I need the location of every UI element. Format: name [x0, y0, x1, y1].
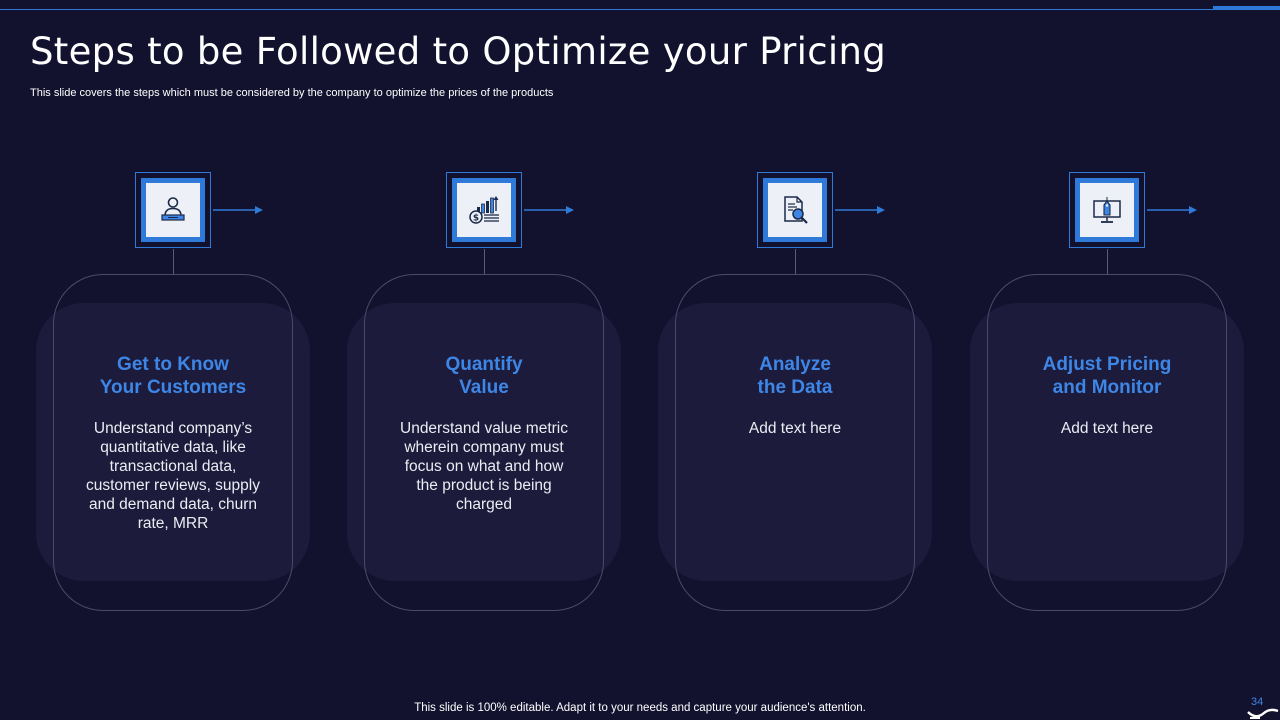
- footer-note: This slide is 100% editable. Adapt it to…: [414, 702, 866, 714]
- document-search-icon: [784, 196, 808, 224]
- customer-person-icon: [161, 197, 185, 221]
- step-title: Adjust Pricing and Monitor: [1042, 354, 1172, 398]
- card-background: [658, 303, 932, 581]
- connector-line: [484, 249, 485, 274]
- top-divider-line: [0, 9, 1213, 10]
- connector-line: [1107, 249, 1108, 274]
- slide-subtitle: This slide covers the steps which must b…: [30, 87, 554, 99]
- step-description: Add text here: [1060, 420, 1154, 437]
- corner-logo-icon: [1247, 708, 1279, 719]
- card-outline: [675, 274, 915, 611]
- card-background: [347, 303, 621, 581]
- step-icon-frame: [1069, 172, 1145, 248]
- arrow-right-icon: [524, 206, 574, 214]
- card-outline: [364, 274, 604, 611]
- step-icon-frame: [757, 172, 833, 248]
- connector-line: [795, 249, 796, 274]
- step-card-3: Analyze the Data Add text here: [658, 172, 934, 612]
- step-card-2: $ Quantify Value Understand value metric…: [347, 172, 623, 612]
- svg-text:$: $: [473, 214, 479, 224]
- step-title: Analyze the Data: [757, 354, 833, 398]
- step-description: Add text here: [748, 420, 842, 437]
- step-card-1: Get to Know Your Customers Understand co…: [36, 172, 312, 612]
- page-number: 34: [1251, 696, 1264, 708]
- card-outline: [53, 274, 293, 611]
- top-accent-bar: [1213, 6, 1280, 10]
- arrow-right-icon: [213, 206, 263, 214]
- step-card-4: Adjust Pricing and Monitor Add text here: [970, 172, 1246, 612]
- arrow-right-icon: [835, 206, 885, 214]
- arrow-right-icon: [1147, 206, 1197, 214]
- slide-title: Steps to be Followed to Optimize your Pr…: [30, 30, 887, 73]
- card-background: [36, 303, 310, 581]
- step-icon-frame: [135, 172, 211, 248]
- connector-line: [173, 249, 174, 274]
- step-title: Quantify Value: [445, 354, 523, 398]
- step-icon-frame: $: [446, 172, 522, 248]
- monitor-price-tag-icon: [1093, 197, 1121, 223]
- step-title: Get to Know Your Customers: [99, 354, 247, 398]
- card-background: [970, 303, 1244, 581]
- step-description: Understand value metric wherein company …: [400, 420, 568, 513]
- step-description: Understand company’s quantitative data, …: [85, 420, 260, 532]
- value-chart-coin-icon: $: [469, 196, 499, 224]
- card-outline: [987, 274, 1227, 611]
